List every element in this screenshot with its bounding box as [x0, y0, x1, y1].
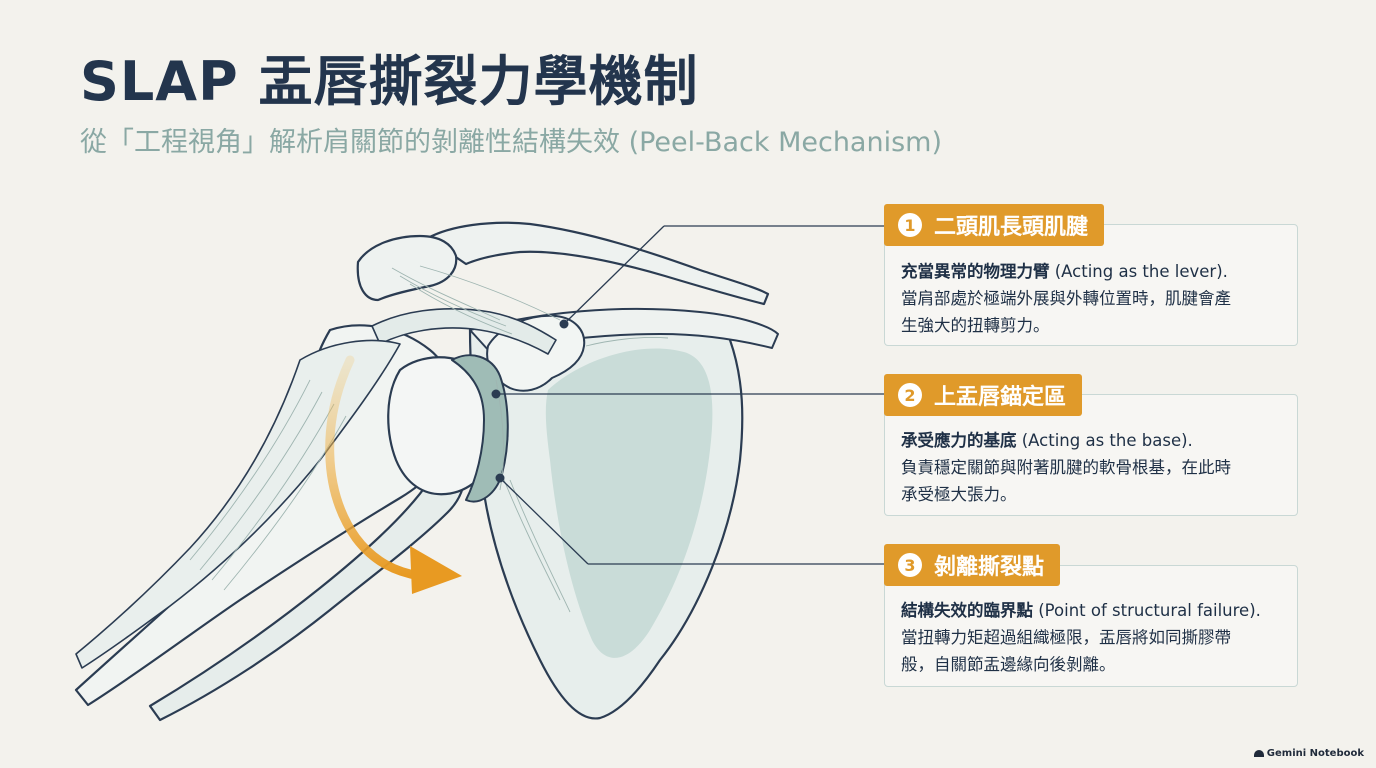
- leader-lines: [496, 225, 884, 565]
- callout-tag-2: 2 上盂唇錨定區: [884, 374, 1083, 416]
- callout-heading-en-2: (Acting as the base).: [1016, 431, 1193, 450]
- callout-heading-en-1: (Acting as the lever).: [1049, 262, 1228, 281]
- marker-dot-3: [495, 473, 505, 483]
- clavicle-bone: [426, 221, 770, 306]
- biceps-muscle: [75, 339, 401, 669]
- scapula-fossa: [545, 348, 713, 658]
- callout-heading-3: 結構失效的臨界點: [901, 601, 1033, 620]
- callout-heading-line-1: 充當異常的物理力臂 (Acting as the lever).: [901, 258, 1293, 285]
- callout-heading-line-3: 結構失效的臨界點 (Point of structural failure).: [901, 597, 1293, 624]
- brand-label: Gemini Notebook: [1266, 748, 1364, 759]
- callout-heading-2: 承受應力的基底: [901, 431, 1017, 450]
- marker-dot-1: [559, 319, 569, 329]
- callout-heading-1: 充當異常的物理力臂: [901, 262, 1050, 281]
- peel-back-arrowhead: [410, 546, 462, 594]
- callout-text-1b: 生強大的扭轉剪力。: [901, 316, 1050, 335]
- biceps-long-head-tendon: [371, 308, 557, 355]
- humerus-shaft-lower: [148, 428, 467, 722]
- callout-text-3a: 當扭轉力矩超過組織極限，盂唇將如同撕膠帶: [901, 628, 1231, 647]
- callout-body-3: 結構失效的臨界點 (Point of structural failure). …: [901, 597, 1293, 678]
- acromion-bone: [356, 234, 458, 302]
- callout-tag-3: 3 剝離撕裂點: [884, 544, 1061, 586]
- peel-back-arrow: [325, 355, 425, 581]
- callout-heading-line-2: 承受應力的基底 (Acting as the base).: [901, 427, 1293, 454]
- brand-watermark: Gemini Notebook: [1253, 748, 1364, 759]
- callout-text-2a: 負責穩定關節與附著肌腱的軟骨根基，在此時: [901, 458, 1231, 477]
- callout-text-3b: 般，自關節盂邊緣向後剝離。: [901, 655, 1116, 674]
- page-title: SLAP 盂唇撕裂力學機制: [80, 50, 699, 113]
- gemini-notebook-icon: [1253, 750, 1264, 757]
- callout-body-1: 充當異常的物理力臂 (Acting as the lever). 當肩部處於極端…: [901, 258, 1293, 339]
- callout-tag-1: 1 二頭肌長頭肌腱: [884, 204, 1105, 246]
- callout-number-1: 1: [898, 213, 922, 237]
- callout-tag-label-3: 剝離撕裂點: [934, 555, 1045, 580]
- callout-tag-label-2: 上盂唇錨定區: [934, 385, 1067, 410]
- callout-text-2b: 承受極大張力。: [901, 485, 1017, 504]
- callout-tag-label-1: 二頭肌長頭肌腱: [934, 215, 1089, 240]
- callout-heading-en-3: (Point of structural failure).: [1033, 601, 1261, 620]
- callout-number-2: 2: [898, 383, 922, 407]
- callout-number-3: 3: [898, 553, 922, 577]
- callout-text-1a: 當肩部處於極端外展與外轉位置時，肌腱會產: [901, 289, 1231, 308]
- marker-dot-2: [491, 389, 501, 399]
- callout-body-2: 承受應力的基底 (Acting as the base). 負責穩定關節與附著肌…: [901, 427, 1293, 508]
- page-subtitle: 從「工程視角」解析肩關節的剝離性結構失效 (Peel-Back Mechanis…: [80, 127, 942, 158]
